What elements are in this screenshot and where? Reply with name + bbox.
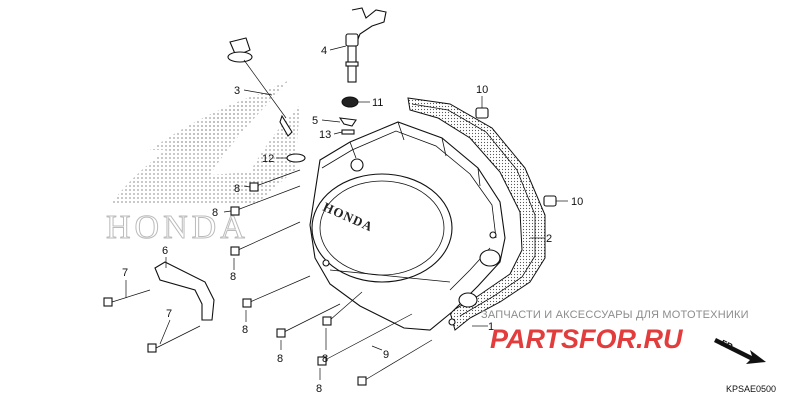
- front-arrow-icon: [714, 338, 766, 364]
- clutch-cover-dome: [311, 173, 453, 283]
- callout-7-b: 7: [166, 308, 172, 320]
- diagram-code: KPSAE0500: [726, 384, 776, 394]
- clip-part-5: [338, 117, 357, 127]
- site-watermark: ЗАПЧАСТИ И АКСЕССУАРЫ ДЛЯ МОТОТЕХНИКИ PA…: [481, 309, 749, 354]
- honda-logo-text: HONDA: [106, 209, 249, 246]
- callout-8-a: 8: [234, 183, 240, 195]
- callout-13: 13: [319, 129, 331, 141]
- callout-10-b: 10: [571, 196, 583, 208]
- callout-6: 6: [162, 245, 168, 257]
- callout-3: 3: [234, 85, 240, 97]
- crankcase-cover-part-1: HONDA: [309, 121, 506, 331]
- bolt-part-8-e: [276, 303, 341, 338]
- oil-dipstick-part-3: [227, 37, 293, 137]
- callout-11: 11: [372, 97, 383, 109]
- bolt-part-8-g: [317, 313, 413, 366]
- dowel-pin-part-10-top: [475, 107, 489, 119]
- callout-10-a: 10: [476, 84, 488, 96]
- bolt-part-9: [357, 339, 433, 386]
- leader-lines: [125, 45, 568, 380]
- callout-9: 9: [383, 349, 389, 361]
- o-ring-part-12: [286, 153, 306, 163]
- breather-pipe-part-4: [345, 7, 387, 83]
- watermark-tagline: ЗАПЧАСТИ И АКСЕССУАРЫ ДЛЯ МОТОТЕХНИКИ: [481, 309, 749, 321]
- callout-8-b: 8: [212, 207, 218, 219]
- bolt-part-7-a: [103, 289, 151, 307]
- callout-8-c: 8: [230, 271, 236, 283]
- callout-4: 4: [321, 45, 327, 57]
- bolt-part-8-f: [322, 291, 363, 326]
- oil-filler-hole: [350, 158, 364, 172]
- bracket-part-6: [154, 261, 215, 321]
- callout-labels: 1 2 3 4 5 6 7 7 8 8 8 8 8 8 8 9 10 10 11…: [122, 45, 583, 395]
- bolt-part-8-c: [230, 221, 301, 256]
- callout-8-d: 8: [242, 324, 248, 336]
- callout-2: 2: [546, 233, 552, 245]
- watermark-brand: PARTSFOR.RU: [490, 324, 684, 354]
- pin-part-13: [341, 129, 355, 135]
- honda-wing-logo-watermark: HONDA: [106, 80, 300, 247]
- callout-12: 12: [262, 153, 274, 165]
- callout-8-e: 8: [277, 353, 283, 365]
- bolt-part-8-d: [242, 275, 311, 308]
- callout-1: 1: [488, 321, 494, 333]
- callout-5: 5: [312, 115, 318, 127]
- dowel-pin-part-10-right: [543, 195, 557, 207]
- front-direction-marker: FR.: [714, 338, 766, 364]
- callout-8-f: 8: [322, 353, 328, 365]
- bolt-part-7-b: [147, 325, 201, 353]
- oil-seal-part-11: [341, 96, 359, 108]
- bolts: [103, 169, 433, 386]
- callout-7-a: 7: [122, 267, 128, 279]
- callout-8-g: 8: [316, 383, 322, 395]
